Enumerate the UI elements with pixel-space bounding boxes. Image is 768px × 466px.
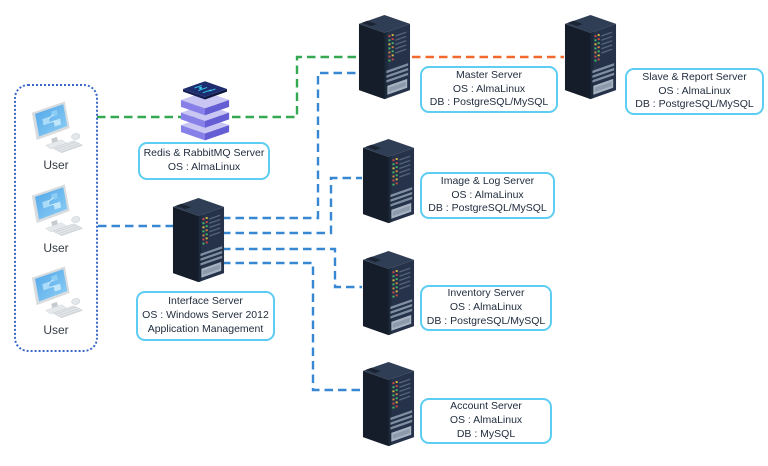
desktop-computer-icon	[21, 182, 91, 240]
node-os: OS : AlmaLinux	[167, 161, 241, 173]
database-stack-icon	[163, 77, 247, 144]
node-title: Master Server	[456, 68, 522, 81]
node-title: Image & Log Server	[440, 174, 535, 187]
node-os: OS : AlmaLinux	[451, 188, 524, 201]
node-db: DB : PostgreSQL/MySQL	[428, 202, 547, 215]
node-label-redis: Redis & RabbitMQ Server OS : AlmaLinux	[138, 142, 270, 180]
node-title: Inventory Server	[447, 287, 525, 300]
node-db: DB : PostgreSQL/MySQL	[426, 314, 546, 327]
node-title: Slave & Report Server	[642, 70, 747, 83]
desktop-computer-icon	[21, 264, 91, 322]
node-label-slave: Slave & Report Server OS : AlmaLinux DB …	[625, 68, 764, 115]
user-label: User	[43, 322, 69, 337]
node-label-master: Master Server OS : AlmaLinux DB : Postgr…	[420, 66, 558, 113]
server-rack-icon	[562, 14, 619, 101]
node-os: OS : AlmaLinux	[658, 84, 731, 97]
node-label-inventory: Inventory Server OS : AlmaLinux DB : Pos…	[420, 285, 552, 331]
user-label: User	[43, 240, 69, 255]
link-interface-master	[222, 71, 360, 220]
node-title: Account Server	[450, 400, 522, 413]
user-group-box: User User User	[14, 84, 98, 352]
node-label-interface: Interface Server OS : Windows Server 201…	[136, 291, 275, 341]
server-rack-icon	[170, 197, 227, 284]
server-rack-icon	[360, 250, 417, 337]
node-title: Interface Server	[168, 295, 243, 308]
user-node: User	[21, 264, 91, 337]
node-db: DB : MySQL	[456, 427, 516, 440]
link-interface-account	[222, 261, 362, 392]
node-os: OS : AlmaLinux	[449, 414, 523, 427]
server-rack-icon	[356, 14, 413, 101]
link-interface-imagelog	[222, 176, 362, 235]
node-os: OS : Windows Server 2012	[142, 309, 269, 322]
node-label-image-log: Image & Log Server OS : AlmaLinux DB : P…	[420, 172, 555, 219]
user-node: User	[21, 99, 91, 172]
link-interface-inventory	[222, 247, 362, 289]
user-label: User	[43, 158, 69, 173]
user-node: User	[21, 182, 91, 255]
desktop-computer-icon	[21, 99, 91, 157]
node-os: OS : AlmaLinux	[449, 301, 523, 314]
node-os: OS : AlmaLinux	[452, 82, 526, 95]
node-db: DB : PostgreSQL/MySQL	[635, 98, 754, 111]
server-rack-icon	[360, 361, 417, 448]
node-label-account: Account Server OS : AlmaLinux DB : MySQL	[420, 398, 552, 444]
node-db: DB : PostgreSQL/MySQL	[429, 96, 549, 109]
node-role: Application Management	[147, 322, 264, 335]
server-rack-icon	[360, 138, 417, 225]
node-title: Redis & RabbitMQ Server	[143, 147, 265, 160]
